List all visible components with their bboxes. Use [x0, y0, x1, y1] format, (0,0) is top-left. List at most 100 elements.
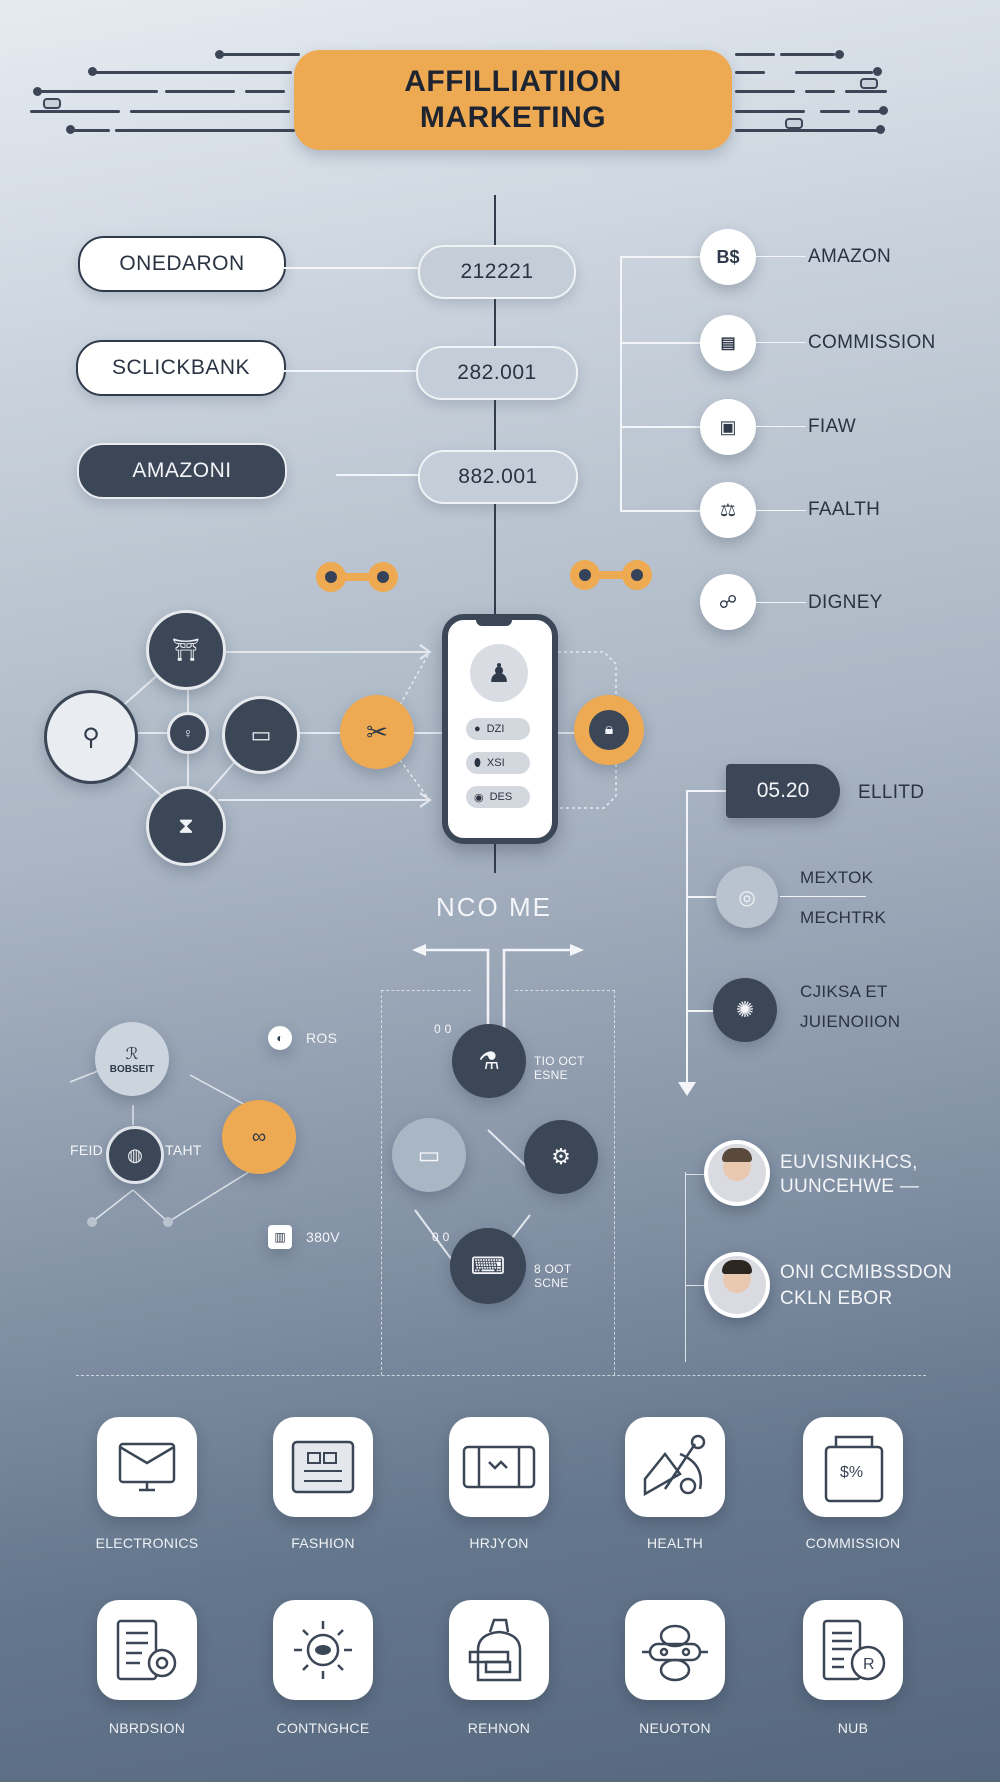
center-connector — [494, 195, 496, 615]
category-electronics[interactable] — [97, 1417, 197, 1517]
right-list-label-4: DIGNEY — [808, 592, 883, 613]
category-rehnon[interactable] — [449, 1600, 549, 1700]
stat-icon-1: ◐ — [268, 1026, 292, 1050]
document-gear-icon — [116, 1619, 177, 1681]
value-pill-1: 282.001 — [416, 346, 578, 400]
category-label-6: CONTNGHCE — [276, 1720, 370, 1736]
cluster-node-orange[interactable]: ∞ — [222, 1100, 296, 1174]
category-label-0: ELECTRONICS — [95, 1535, 199, 1551]
tree-node-bottom-label-1: 8 OOT — [534, 1262, 572, 1276]
category-label-3: HEALTH — [647, 1535, 703, 1551]
category-label-4: COMMISSION — [805, 1535, 901, 1551]
testimonial-line-1a: ONI CCMIBSSDON — [780, 1262, 953, 1283]
svg-text:$%: $% — [840, 1464, 863, 1481]
category-hrjyon[interactable] — [449, 1417, 549, 1517]
category-label-5: NBRDSION — [108, 1720, 186, 1736]
category-label-8: NEUOTON — [639, 1720, 711, 1736]
testimonial-line-0a: EUVISNIKHCS, — [780, 1152, 918, 1173]
tree-node-bottom[interactable]: ⌨ — [450, 1228, 526, 1304]
tablet-icon — [462, 1445, 536, 1489]
right-list-label-2: FIAW — [808, 416, 856, 437]
category-label-7: REHNON — [467, 1720, 531, 1736]
robot-icon — [642, 1624, 708, 1682]
stat-label-1: ROS — [306, 1030, 338, 1046]
network-node-bottom[interactable]: ⧗ — [146, 786, 226, 866]
testimonial-avatar-0[interactable] — [704, 1140, 770, 1206]
tree-node-top-label-1: TIO OCT — [534, 1054, 585, 1068]
category-nub[interactable]: R — [803, 1600, 903, 1700]
category-fashion[interactable] — [273, 1417, 373, 1517]
title-banner: AFFILLIATIION MARKETING — [294, 50, 732, 150]
stat-label-2: 380V — [306, 1229, 340, 1245]
bag-icon[interactable]: ☍ — [700, 574, 756, 630]
category-health[interactable] — [625, 1417, 725, 1517]
network-node-right[interactable]: ▭ — [222, 696, 300, 774]
network-node-main[interactable]: ⚲ — [44, 690, 138, 784]
right-list-label-1: COMMISSION — [808, 332, 936, 353]
tree-node-bottom-side: 0 0 — [432, 1230, 450, 1244]
category-neuoton[interactable] — [625, 1600, 725, 1700]
fitness-icon — [643, 1434, 706, 1497]
phone-row-2[interactable]: ◉DES — [466, 786, 530, 808]
testimonial-line-0b: UUNCEHWE — — [780, 1176, 920, 1197]
title-line-2: MARKETING — [419, 101, 607, 134]
calculator-icon[interactable]: ▤ — [700, 315, 756, 371]
network-pill-1[interactable]: SCLICKBANK — [76, 340, 286, 396]
tree-node-left[interactable]: ▭ — [392, 1118, 466, 1192]
category-contnghce[interactable] — [273, 1600, 373, 1700]
phone-row-0[interactable]: ●DZI — [466, 718, 530, 740]
value-pill-0: 212221 — [418, 245, 576, 299]
document-badge-icon: R — [822, 1619, 886, 1681]
section-divider — [76, 1375, 926, 1376]
network-pill-2[interactable]: AMAZONI — [77, 443, 287, 499]
value-pill-2: 882.001 — [418, 450, 578, 504]
tree-node-top-side: 0 0 — [434, 1022, 452, 1036]
bag-icon — [468, 1618, 522, 1682]
category-commission[interactable]: $% — [803, 1417, 903, 1517]
cluster-right-label: TAHT — [165, 1142, 202, 1158]
cluster-node-center[interactable]: ◍ — [106, 1126, 164, 1184]
income-arrows — [412, 944, 584, 1032]
timeline-label-1b: MECHTRK — [800, 908, 887, 927]
user-avatar-icon: ♟ — [470, 644, 528, 702]
timeline-label-1a: MEXTOK — [800, 868, 874, 887]
tree-node-top-label-2: ESNE — [534, 1068, 568, 1082]
title-line-1: AFFILLIATIION — [404, 65, 622, 98]
phone-row-1[interactable]: ⬮XSI — [466, 752, 530, 774]
category-label-1: FASHION — [291, 1535, 355, 1551]
cluster-node-top[interactable]: ℛ BOBSEIT — [95, 1022, 169, 1096]
arrow-down-icon — [678, 1082, 696, 1096]
timeline-icon-1[interactable]: ◎ — [716, 866, 778, 928]
timeline-label-0: ELLITD — [858, 782, 925, 803]
timeline-icon-2[interactable]: ✺ — [713, 978, 777, 1042]
income-label: NCO ME — [436, 892, 552, 922]
connector-link-icon — [570, 560, 652, 590]
right-list-label-0: AMAZON — [808, 246, 892, 267]
tools-icon[interactable]: ✂ — [340, 695, 414, 769]
category-label-9: NUB — [837, 1720, 869, 1736]
wallet-icon[interactable]: ▣ — [700, 399, 756, 455]
brand-icon[interactable]: B$ — [700, 229, 756, 285]
stat-icon-2: ▥ — [268, 1225, 292, 1249]
svg-text:R: R — [863, 1656, 875, 1673]
network-node-top[interactable]: ⛩ — [146, 610, 226, 690]
sun-icon — [294, 1621, 352, 1679]
catalog-icon — [291, 1440, 355, 1494]
network-pill-0[interactable]: ONEDARON — [78, 236, 286, 292]
lock-icon[interactable]: 🔒︎ — [574, 695, 644, 765]
timeline-badge: 05.20 — [726, 764, 840, 818]
timeline-label-2b: JUIENOIION — [800, 1012, 901, 1031]
network-node-center[interactable]: ♀ — [167, 712, 209, 754]
cluster-left-label: FEID — [70, 1142, 104, 1158]
tree-node-bottom-label-2: SCNE — [534, 1276, 569, 1290]
tree-node-top[interactable]: ⚗ — [452, 1024, 526, 1098]
category-nbrdsion[interactable] — [97, 1600, 197, 1700]
scale-icon[interactable]: ⚖ — [700, 482, 756, 538]
connector-link-icon — [316, 562, 398, 592]
timeline-label-2a: CJIKSA ET — [800, 982, 888, 1001]
briefcase-icon: $% — [824, 1435, 884, 1503]
right-list-label-3: FAALTH — [808, 499, 881, 520]
tree-node-right[interactable]: ⚙ — [524, 1120, 598, 1194]
phone-mockup: ♟ ●DZI ⬮XSI ◉DES — [442, 614, 558, 844]
testimonial-avatar-1[interactable] — [704, 1252, 770, 1318]
